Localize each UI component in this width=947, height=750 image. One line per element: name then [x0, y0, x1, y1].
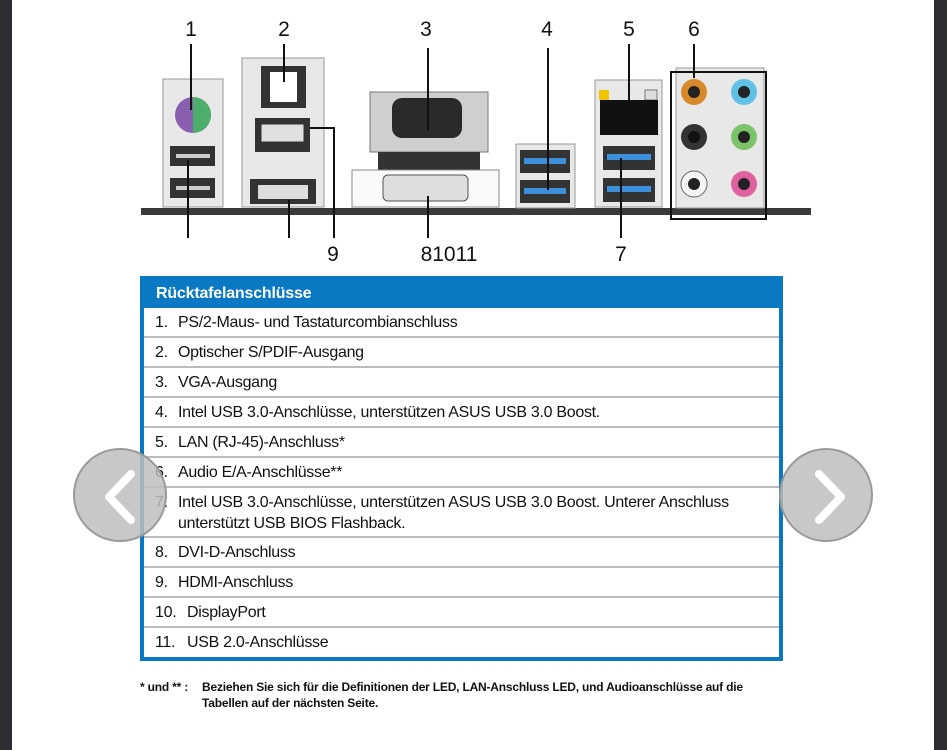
previous-page-button[interactable]: [73, 448, 167, 542]
row-number: 2.: [155, 344, 168, 361]
row-text: DVI-D-Anschluss: [178, 544, 296, 561]
footnote-key: * und ** :: [140, 680, 188, 694]
vga-dvi-block: [351, 91, 500, 208]
table-row: 4. Intel USB 3.0-Anschlüsse, unterstützen…: [144, 398, 779, 428]
table-row: 7.Intel USB 3.0-Anschlüsse, unterstützen…: [144, 488, 779, 538]
callout-6: 6: [688, 18, 700, 41]
table-row: 11. USB 2.0-Anschlüsse: [144, 628, 779, 657]
row-text: Audio E/A-Anschlüsse**: [178, 464, 343, 481]
callout-8-10-11: 81011: [421, 243, 478, 266]
callout-2: 2: [278, 18, 290, 41]
callout-4: 4: [541, 18, 553, 41]
row-text: Optischer S/PDIF-Ausgang: [178, 344, 364, 361]
row-text: HDMI-Anschluss: [178, 574, 293, 591]
row-number: 8.: [155, 544, 168, 561]
lan-usb3-block: [594, 79, 663, 208]
rear-panel-ports-table: Rücktafelanschlüsse 1. PS/2-Maus- und Tas…: [140, 276, 783, 661]
left-frame-edge: [0, 0, 12, 750]
table-row: 9. HDMI-Anschluss: [144, 568, 779, 598]
callout-7: 7: [615, 243, 627, 266]
row-number: 10.: [155, 604, 177, 621]
callout-1: 1: [185, 18, 197, 41]
row-text: PS/2-Maus- und Tastaturcombianschluss: [178, 314, 458, 331]
callout-9: 9: [327, 243, 339, 266]
row-text: Intel USB 3.0-Anschlüsse, unterstützen A…: [178, 404, 600, 421]
leader-lines: [187, 44, 695, 238]
ps2-usb2-block: [162, 78, 224, 208]
table-row: 8. DVI-D-Anschluss: [144, 538, 779, 568]
row-number: 5.: [155, 434, 168, 451]
spdif-hdmi-dp-block: [241, 57, 325, 208]
callout-3: 3: [420, 18, 432, 41]
row-number: 9.: [155, 574, 168, 591]
table-row: 5. LAN (RJ-45)-Anschluss*: [144, 428, 779, 458]
callout-5: 5: [623, 18, 635, 41]
next-page-button[interactable]: [779, 448, 873, 542]
row-text: USB 2.0-Anschlüsse: [187, 634, 329, 651]
table-row: 6.Audio E/A-Anschlüsse**: [144, 458, 779, 488]
table-title: Rücktafelanschlüsse: [156, 285, 312, 302]
chevron-left-icon: [105, 470, 135, 524]
footnote-text: Beziehen Sie sich für die Definitionen d…: [202, 680, 743, 710]
row-text: VGA-Ausgang: [178, 374, 277, 391]
row-number: 3.: [155, 374, 168, 391]
right-frame-edge: [934, 0, 947, 750]
table-row: 10. DisplayPort: [144, 598, 779, 628]
row-text: LAN (RJ-45)-Anschluss*: [178, 434, 345, 451]
audio-block: [670, 67, 767, 220]
rear-panel-diagram: 1 2 3 4 5 6 9 81011 7: [141, 18, 811, 266]
table-row: 3. VGA-Ausgang: [144, 368, 779, 398]
row-number: 1.: [155, 314, 168, 331]
table-row: 1. PS/2-Maus- und Tastaturcombianschluss: [144, 308, 779, 338]
table-row: 2. Optischer S/PDIF-Ausgang: [144, 338, 779, 368]
row-text: Intel USB 3.0-Anschlüsse, unterstützen A…: [178, 494, 729, 532]
chevron-right-icon: [815, 470, 845, 524]
row-number: 4.: [155, 404, 168, 421]
usb3-block-4: [515, 143, 576, 209]
row-number: 11.: [155, 634, 176, 651]
footnote: * und ** : Beziehen Sie sich für die Defi…: [140, 679, 782, 711]
row-text: DisplayPort: [187, 604, 266, 621]
